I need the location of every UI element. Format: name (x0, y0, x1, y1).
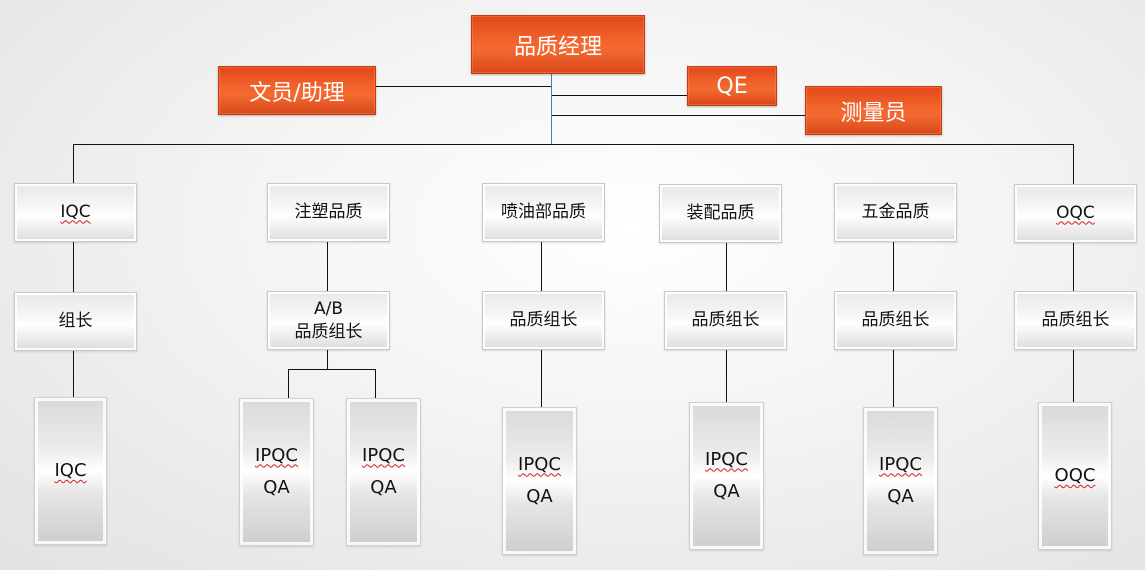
injection-fork-left (288, 369, 289, 398)
staff-hardware-role1: IPQC (879, 453, 922, 475)
dept-iqc[interactable]: IQC (14, 183, 137, 242)
dept-hardware-label: 五金品质 (861, 201, 930, 222)
quality-manager-label: 品质经理 (513, 34, 602, 60)
injection-fork-right (375, 369, 376, 398)
staff-oqc-label: OQC (1054, 464, 1096, 486)
staff-injection-b-role1: IPQC (362, 444, 405, 466)
assistant-connector (374, 86, 551, 87)
qe-label: QE (716, 73, 748, 99)
leader-hardware-label: 品质组长 (861, 309, 930, 330)
link-hardware-staff (893, 349, 894, 407)
staff-injection-a[interactable]: IPQC QA (239, 398, 314, 546)
dept-oqc-label: OQC (1056, 202, 1095, 223)
dept-iqc-label: IQC (60, 201, 91, 222)
leader-spray-label: 品质组长 (509, 309, 578, 330)
leader-iqc-label: 组长 (58, 310, 93, 331)
staff-iqc[interactable]: IQC (34, 397, 107, 545)
staff-injection-a-role2: QA (263, 477, 290, 498)
leader-hardware[interactable]: 品质组长 (834, 291, 957, 350)
trunk-connector (551, 73, 552, 145)
dept-injection-label: 注塑品质 (294, 201, 363, 222)
link-injection-fork (327, 349, 328, 369)
staff-assembly[interactable]: IPQC QA (689, 402, 764, 550)
dept-hardware-quality[interactable]: 五金品质 (834, 183, 957, 242)
link-assembly-leader (726, 241, 727, 291)
staff-spray-role1: IPQC (518, 453, 561, 475)
dept-assembly-label: 装配品质 (686, 202, 755, 223)
staff-hardware-role2: QA (887, 486, 914, 507)
leader-spray[interactable]: 品质组长 (482, 291, 605, 350)
leader-injection-label: 品质组长 (294, 321, 363, 342)
leader-injection-shift-label: A/B (313, 299, 344, 320)
staff-assembly-role2: QA (713, 481, 740, 502)
staff-injection-b[interactable]: IPQC QA (346, 398, 421, 546)
leader-oqc-label: 品质组长 (1041, 309, 1110, 330)
qe-box[interactable]: QE (687, 66, 777, 106)
leader-injection[interactable]: A/B 品质组长 (267, 291, 390, 350)
leader-assembly-label: 品质组长 (691, 309, 760, 330)
staff-spray-role2: QA (526, 486, 553, 507)
staff-injection-b-role2: QA (370, 477, 397, 498)
surveyor-connector (552, 115, 806, 116)
drop-iqc (73, 144, 74, 183)
leader-iqc[interactable]: 组长 (14, 292, 137, 351)
link-oqc-staff (1073, 349, 1074, 402)
injection-fork-bar (288, 369, 376, 370)
staff-oqc[interactable]: OQC (1038, 402, 1112, 550)
staff-iqc-label: IQC (54, 459, 87, 481)
link-spray-staff (541, 349, 542, 407)
staff-spray[interactable]: IPQC QA (502, 407, 577, 555)
dept-assembly-quality[interactable]: 装配品质 (659, 184, 782, 243)
dept-oqc[interactable]: OQC (1014, 184, 1137, 243)
dept-spray-label: 喷油部品质 (501, 201, 586, 222)
drop-oqc (1073, 144, 1074, 184)
surveyor-box[interactable]: 测量员 (805, 86, 942, 135)
link-iqc-staff (73, 349, 74, 397)
leader-assembly[interactable]: 品质组长 (664, 291, 787, 350)
link-oqc-leader (1073, 241, 1074, 292)
dept-spray-quality[interactable]: 喷油部品质 (482, 183, 605, 242)
surveyor-label: 测量员 (840, 100, 907, 126)
link-assembly-staff (726, 349, 727, 402)
link-hardware-leader (893, 240, 894, 291)
qe-connector (552, 95, 688, 96)
assistant-label: 文员/助理 (249, 80, 345, 106)
department-bus (73, 144, 1074, 145)
staff-injection-a-role1: IPQC (255, 444, 298, 466)
link-spray-leader (541, 241, 542, 291)
link-injection-leader (327, 241, 328, 291)
dept-injection-quality[interactable]: 注塑品质 (267, 183, 390, 242)
leader-oqc[interactable]: 品质组长 (1014, 291, 1137, 350)
staff-assembly-role1: IPQC (705, 448, 748, 470)
link-iqc-leader (73, 240, 74, 292)
staff-hardware[interactable]: IPQC QA (863, 407, 938, 555)
quality-manager-box[interactable]: 品质经理 (471, 15, 645, 74)
assistant-box[interactable]: 文员/助理 (218, 66, 376, 115)
